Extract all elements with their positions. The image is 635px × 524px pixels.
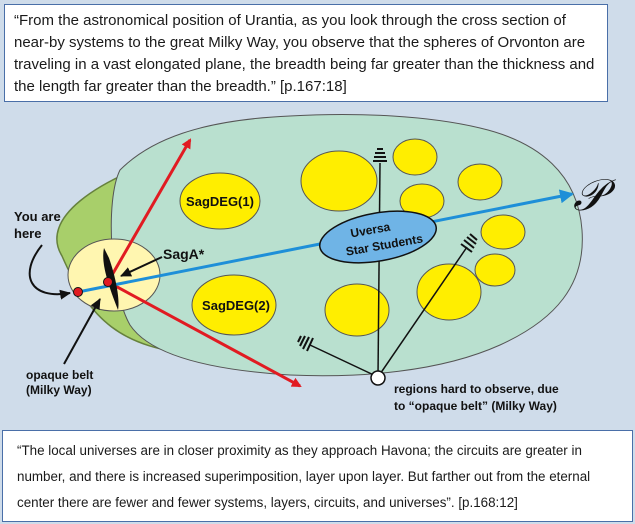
- saga-center-dot: [103, 277, 113, 287]
- label-regions-opaque-belt: to “opaque belt” (Milky Way): [394, 399, 557, 413]
- sphere: [474, 253, 516, 287]
- label-uversa: Uversa: [349, 220, 391, 241]
- label-opaque-belt-milky-way: (Milky Way): [26, 383, 92, 397]
- quote-box-bottom: “The local universes are in closer proxi…: [2, 430, 633, 522]
- red-arrow-down: [107, 280, 302, 388]
- telescope-icon: [297, 335, 314, 352]
- label-regions-hard: regions hard to observe, due: [394, 382, 559, 396]
- label-sagdeg1: SagDEG(1): [186, 194, 254, 209]
- sphere: [324, 283, 390, 337]
- telescope-icon: [373, 148, 387, 162]
- uversa-ellipse: [318, 210, 438, 264]
- label-sagdeg2: SagDEG(2): [202, 298, 270, 313]
- sphere: [392, 138, 438, 176]
- label-you-are: You are: [14, 209, 61, 224]
- sphere-sagdeg2: [191, 274, 277, 336]
- observer-dot: [370, 370, 386, 386]
- sphere: [480, 214, 526, 250]
- paradise-symbol: 𝒫: [573, 170, 616, 221]
- label-here: here: [14, 226, 41, 241]
- red-arrow-up: [106, 138, 192, 283]
- opaque-belt-pointer-arrow: [63, 298, 101, 365]
- quote-box-top: “From the astronomical position of Urant…: [4, 4, 608, 102]
- quote-text-top: “From the astronomical position of Urant…: [14, 12, 595, 95]
- saga-pointer-arrow: [120, 256, 163, 277]
- label-saga: SagA*: [163, 246, 205, 262]
- urantia-dot: [73, 287, 83, 297]
- label-opaque-belt: opaque belt: [26, 368, 93, 382]
- sphere: [300, 150, 378, 212]
- observation-lines: [309, 162, 468, 378]
- quote-text-bottom: “The local universes are in closer proxi…: [17, 443, 591, 510]
- sphere: [416, 263, 482, 321]
- sphere-sagdeg1: [179, 172, 261, 230]
- sphere: [457, 163, 503, 201]
- telescope-icon: [460, 233, 478, 253]
- you-are-here-arrow: [28, 244, 71, 300]
